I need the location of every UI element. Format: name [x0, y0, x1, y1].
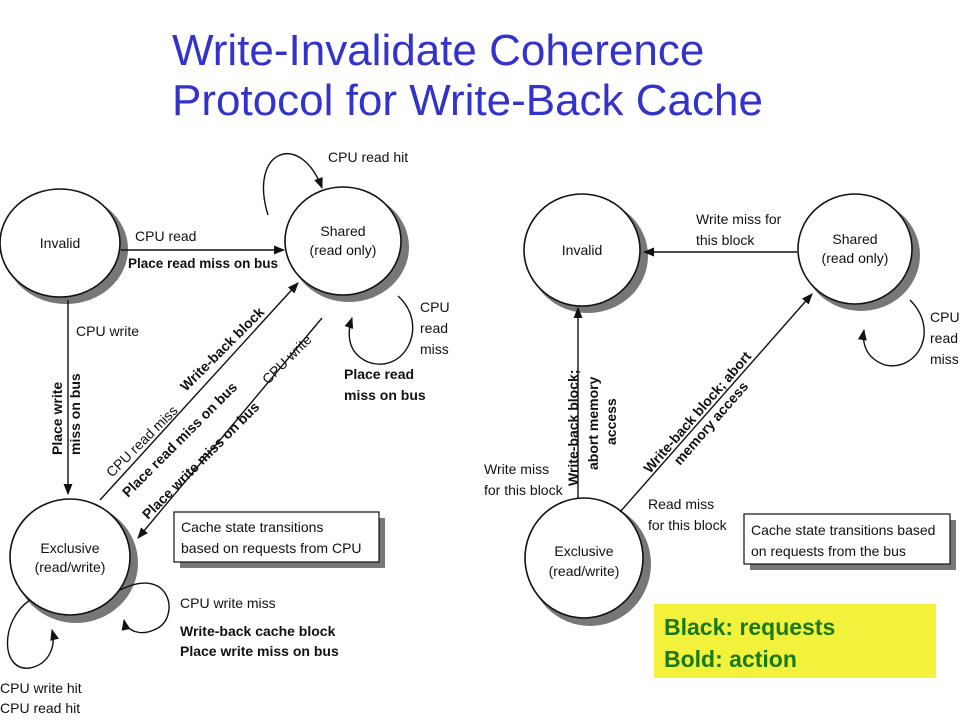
state-invalid-bus-label: Invalid	[562, 242, 602, 258]
label-place-read-miss-self-1: Place read	[344, 366, 414, 382]
label-write-miss-left-1: Write miss	[484, 461, 549, 477]
label-read-miss-for-2: for this block	[648, 517, 728, 533]
arrow-shared-to-exclusive	[137, 317, 323, 539]
caption-cpu-line-2: based on requests from CPU	[181, 540, 362, 556]
label-write-back-abort-1: Write-back block;	[565, 370, 581, 486]
label-write-miss-for-1: Write miss for	[696, 211, 782, 227]
arrow-exclusive-to-shared	[99, 282, 299, 501]
label-cpu-read-miss-3: miss	[420, 341, 449, 357]
loop-exclusive-write-hit	[6, 599, 59, 669]
state-shared-bus: Shared (read only)	[797, 193, 920, 311]
state-shared-sublabel: (read only)	[310, 242, 377, 258]
caption-cpu-line-1: Cache state transitions	[181, 519, 323, 535]
label-place-read-miss-self-2: miss on bus	[344, 387, 426, 403]
label-cpu-write-miss: CPU write miss	[180, 595, 276, 611]
label-write-miss-left-2: for this block	[484, 482, 564, 498]
label-place-write-miss: Place write miss on bus	[180, 643, 339, 659]
label-bus-miss: miss	[930, 351, 959, 367]
title-line-2: Protocol for Write-Back Cache	[172, 76, 763, 125]
state-exclusive-cpu: Exclusive (read/write)	[9, 498, 138, 623]
state-shared-cpu: Shared (read only)	[284, 186, 409, 302]
label-write-back-abort-diag-1: Write-back block; abort	[640, 348, 754, 476]
label-place-read-miss: Place read miss on bus	[128, 256, 278, 271]
state-shared-label: Shared	[320, 223, 365, 239]
label-cpu-read: CPU read	[135, 228, 196, 244]
label-place-write-miss-v1: Place write	[49, 382, 65, 455]
label-write-back-cache-block: Write-back cache block	[180, 623, 336, 639]
label-cpu-read-hit: CPU read hit	[328, 149, 408, 165]
label-write-miss-for-2: this block	[696, 232, 755, 248]
legend-box	[654, 604, 936, 678]
caption-box-cpu: Cache state transitions based on request…	[173, 511, 385, 568]
label-cpu-write: CPU write	[76, 323, 139, 339]
label-cpu-read-hit-bottom: CPU read hit	[0, 700, 80, 716]
loop-shared-bus-read-miss	[857, 299, 925, 367]
label-cpu-read-miss-1: CPU	[420, 299, 450, 315]
label-cpu-write-hit: CPU write hit	[0, 680, 82, 696]
loop-exclusive-write-miss	[119, 582, 170, 634]
caption-bus-line-2: on requests from the bus	[751, 543, 906, 559]
state-exclusive-bus-label: Exclusive	[554, 543, 613, 559]
cpu-diagram: Invalid Shared (read only) Exclusive (re…	[0, 149, 450, 716]
label-write-back-abort-3: access	[603, 398, 619, 445]
state-exclusive-label: Exclusive	[40, 540, 99, 556]
caption-bus-line-1: Cache state transitions based	[751, 522, 935, 538]
arrow-exclusive-to-shared-bus	[619, 293, 813, 513]
label-read-miss-for-1: Read miss	[648, 496, 714, 512]
legend-black-requests: Black: requests	[664, 614, 836, 640]
loop-shared-read-miss	[344, 295, 414, 365]
state-exclusive-bus-sublabel: (read/write)	[549, 563, 620, 579]
label-cpu-read-miss-2: read	[420, 320, 448, 336]
state-invalid-cpu: Invalid	[0, 188, 128, 304]
label-place-write-miss-v2: miss on bus	[67, 373, 83, 455]
loop-shared-read-hit	[262, 153, 323, 216]
label-write-back-abort-2: abort memory	[585, 376, 601, 470]
legend-bold-action: Bold: action	[664, 646, 797, 672]
label-bus-cpu: CPU	[930, 309, 960, 325]
state-invalid-label: Invalid	[40, 235, 80, 251]
state-exclusive-bus: Exclusive (read/write)	[524, 497, 651, 626]
bus-diagram: Invalid Shared (read only) Exclusive (re…	[484, 193, 960, 626]
state-shared-bus-sublabel: (read only)	[822, 250, 889, 266]
label-bus-read: read	[930, 330, 958, 346]
slide-title: Write-Invalidate Coherence Protocol for …	[172, 26, 763, 126]
state-exclusive-sublabel: (read/write)	[35, 559, 106, 575]
title-line-1: Write-Invalidate Coherence	[172, 26, 705, 75]
state-invalid-bus: Invalid	[523, 193, 648, 313]
caption-box-bus: Cache state transitions based on request…	[743, 513, 956, 570]
label-cpu-write-diag: CPU write	[259, 331, 315, 387]
label-write-back-block: Write-back block	[177, 304, 268, 395]
state-shared-bus-label: Shared	[832, 231, 877, 247]
